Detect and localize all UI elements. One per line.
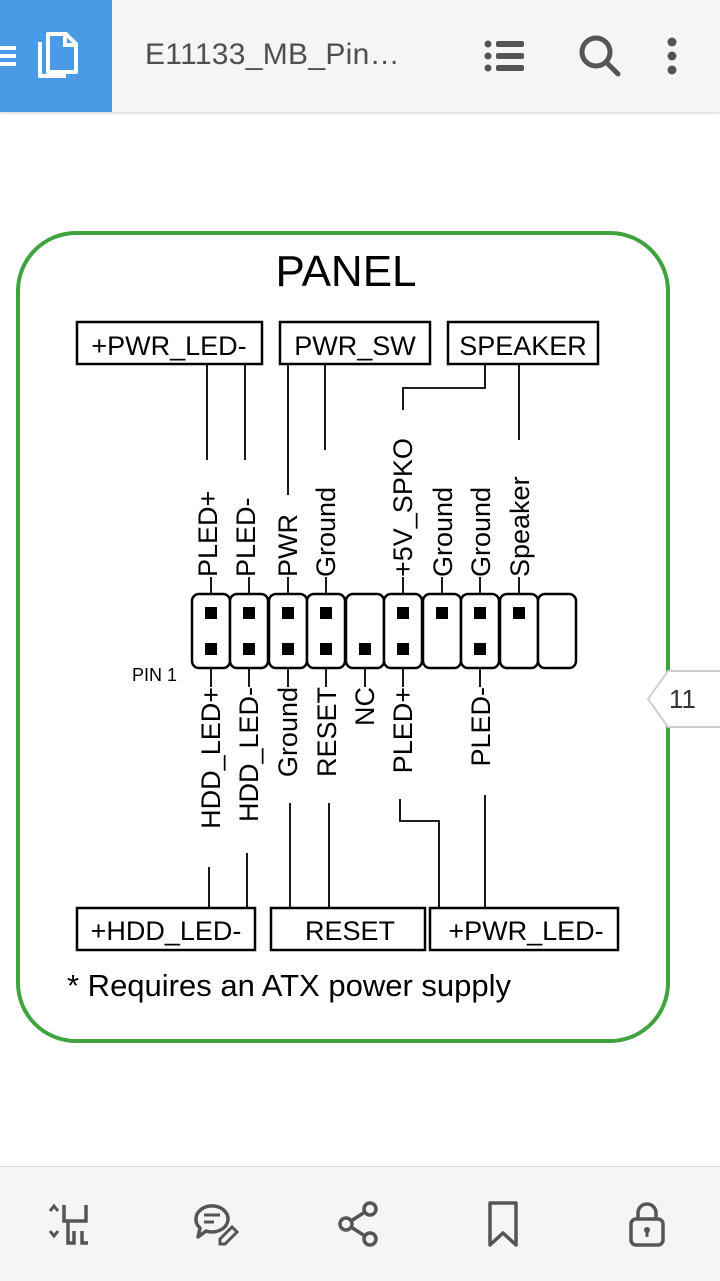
top-pin-label: Speaker [505,476,535,577]
top-box-label: SPEAKER [459,331,587,361]
top-pin-label: PWR [273,514,303,577]
hamburger-icon [0,46,16,66]
lock-button[interactable] [622,1199,672,1249]
share-button[interactable] [334,1199,384,1249]
outline-button[interactable] [476,26,536,86]
lock-icon [629,1202,665,1247]
comment-icon [194,1204,240,1246]
top-box-speaker [446,320,600,366]
bottom-pin-label: Ground [273,687,303,777]
top-box-pwr-sw [278,320,432,366]
documents-icon [38,32,78,78]
bottom-box-reset [269,906,427,952]
bottom-pin-label: PLED+ [388,687,418,773]
bottom-box-hdd-led [75,906,257,952]
bottom-box-label: +PWR_LED- [448,916,603,946]
pin1-label: PIN 1 [132,665,177,685]
bottom-pin-label: PLED- [466,687,496,767]
menu-button[interactable] [0,0,112,112]
bookmark-icon [488,1201,518,1247]
bottom-pin-label: NC [350,687,380,726]
top-pin-label: Ground [428,487,458,577]
bottom-pin-label: RESET [312,687,342,777]
more-vert-icon [667,37,677,75]
document-page[interactable]: PANEL +PWR_LED- PWR_SW SPEAKER PLED+ PLE… [0,115,720,1165]
bottom-wires [208,795,486,908]
top-pin-label: Ground [466,487,496,577]
more-options-button[interactable] [642,26,702,86]
reflow-button[interactable] [46,1199,96,1249]
top-pin-label: Ground [311,487,341,577]
document-title: E11133_MB_Pin… [145,38,400,71]
page-indicator[interactable] [644,670,720,728]
bottom-box-pwr-led [428,906,620,952]
bottom-pin-stubs [210,667,481,687]
bottom-pin-label: HDD_LED- [234,687,264,822]
share-icon [338,1201,378,1247]
panel-diagram: PANEL +PWR_LED- PWR_SW SPEAKER PLED+ PLE… [16,231,670,1043]
bottom-box-label: +HDD_LED- [91,916,242,946]
top-box-pwr-led [75,320,264,366]
diagram-title: PANEL [275,247,416,296]
bottom-box-label: RESET [305,916,395,946]
comment-button[interactable] [190,1199,240,1249]
bookmark-button[interactable] [478,1199,528,1249]
bottom-toolbar [0,1166,720,1281]
search-button[interactable] [570,26,630,86]
page-number: 11 [669,684,696,714]
top-pin-labels: PLED+ PLED- PWR Ground +5V_SPKO Ground G… [193,438,535,577]
bottom-pin-labels: HDD_LED+ HDD_LED- Ground RESET NC PLED+ … [196,687,496,829]
top-box-label: +PWR_LED- [91,331,246,361]
search-icon [579,35,621,77]
pin-header [190,592,578,670]
bottom-pin-label: HDD_LED+ [196,687,226,829]
reflow-icon [48,1203,88,1245]
top-pin-label: PLED+ [193,491,223,577]
footnote: * Requires an ATX power supply [67,968,511,1003]
list-icon [484,40,524,72]
top-pin-label: PLED- [231,497,261,577]
top-pin-label: +5V_SPKO [388,438,418,577]
top-box-label: PWR_SW [294,331,416,361]
top-wires [206,364,520,495]
top-app-bar: E11133_MB_Pin… [0,0,720,112]
diagram-frame [16,231,670,1043]
